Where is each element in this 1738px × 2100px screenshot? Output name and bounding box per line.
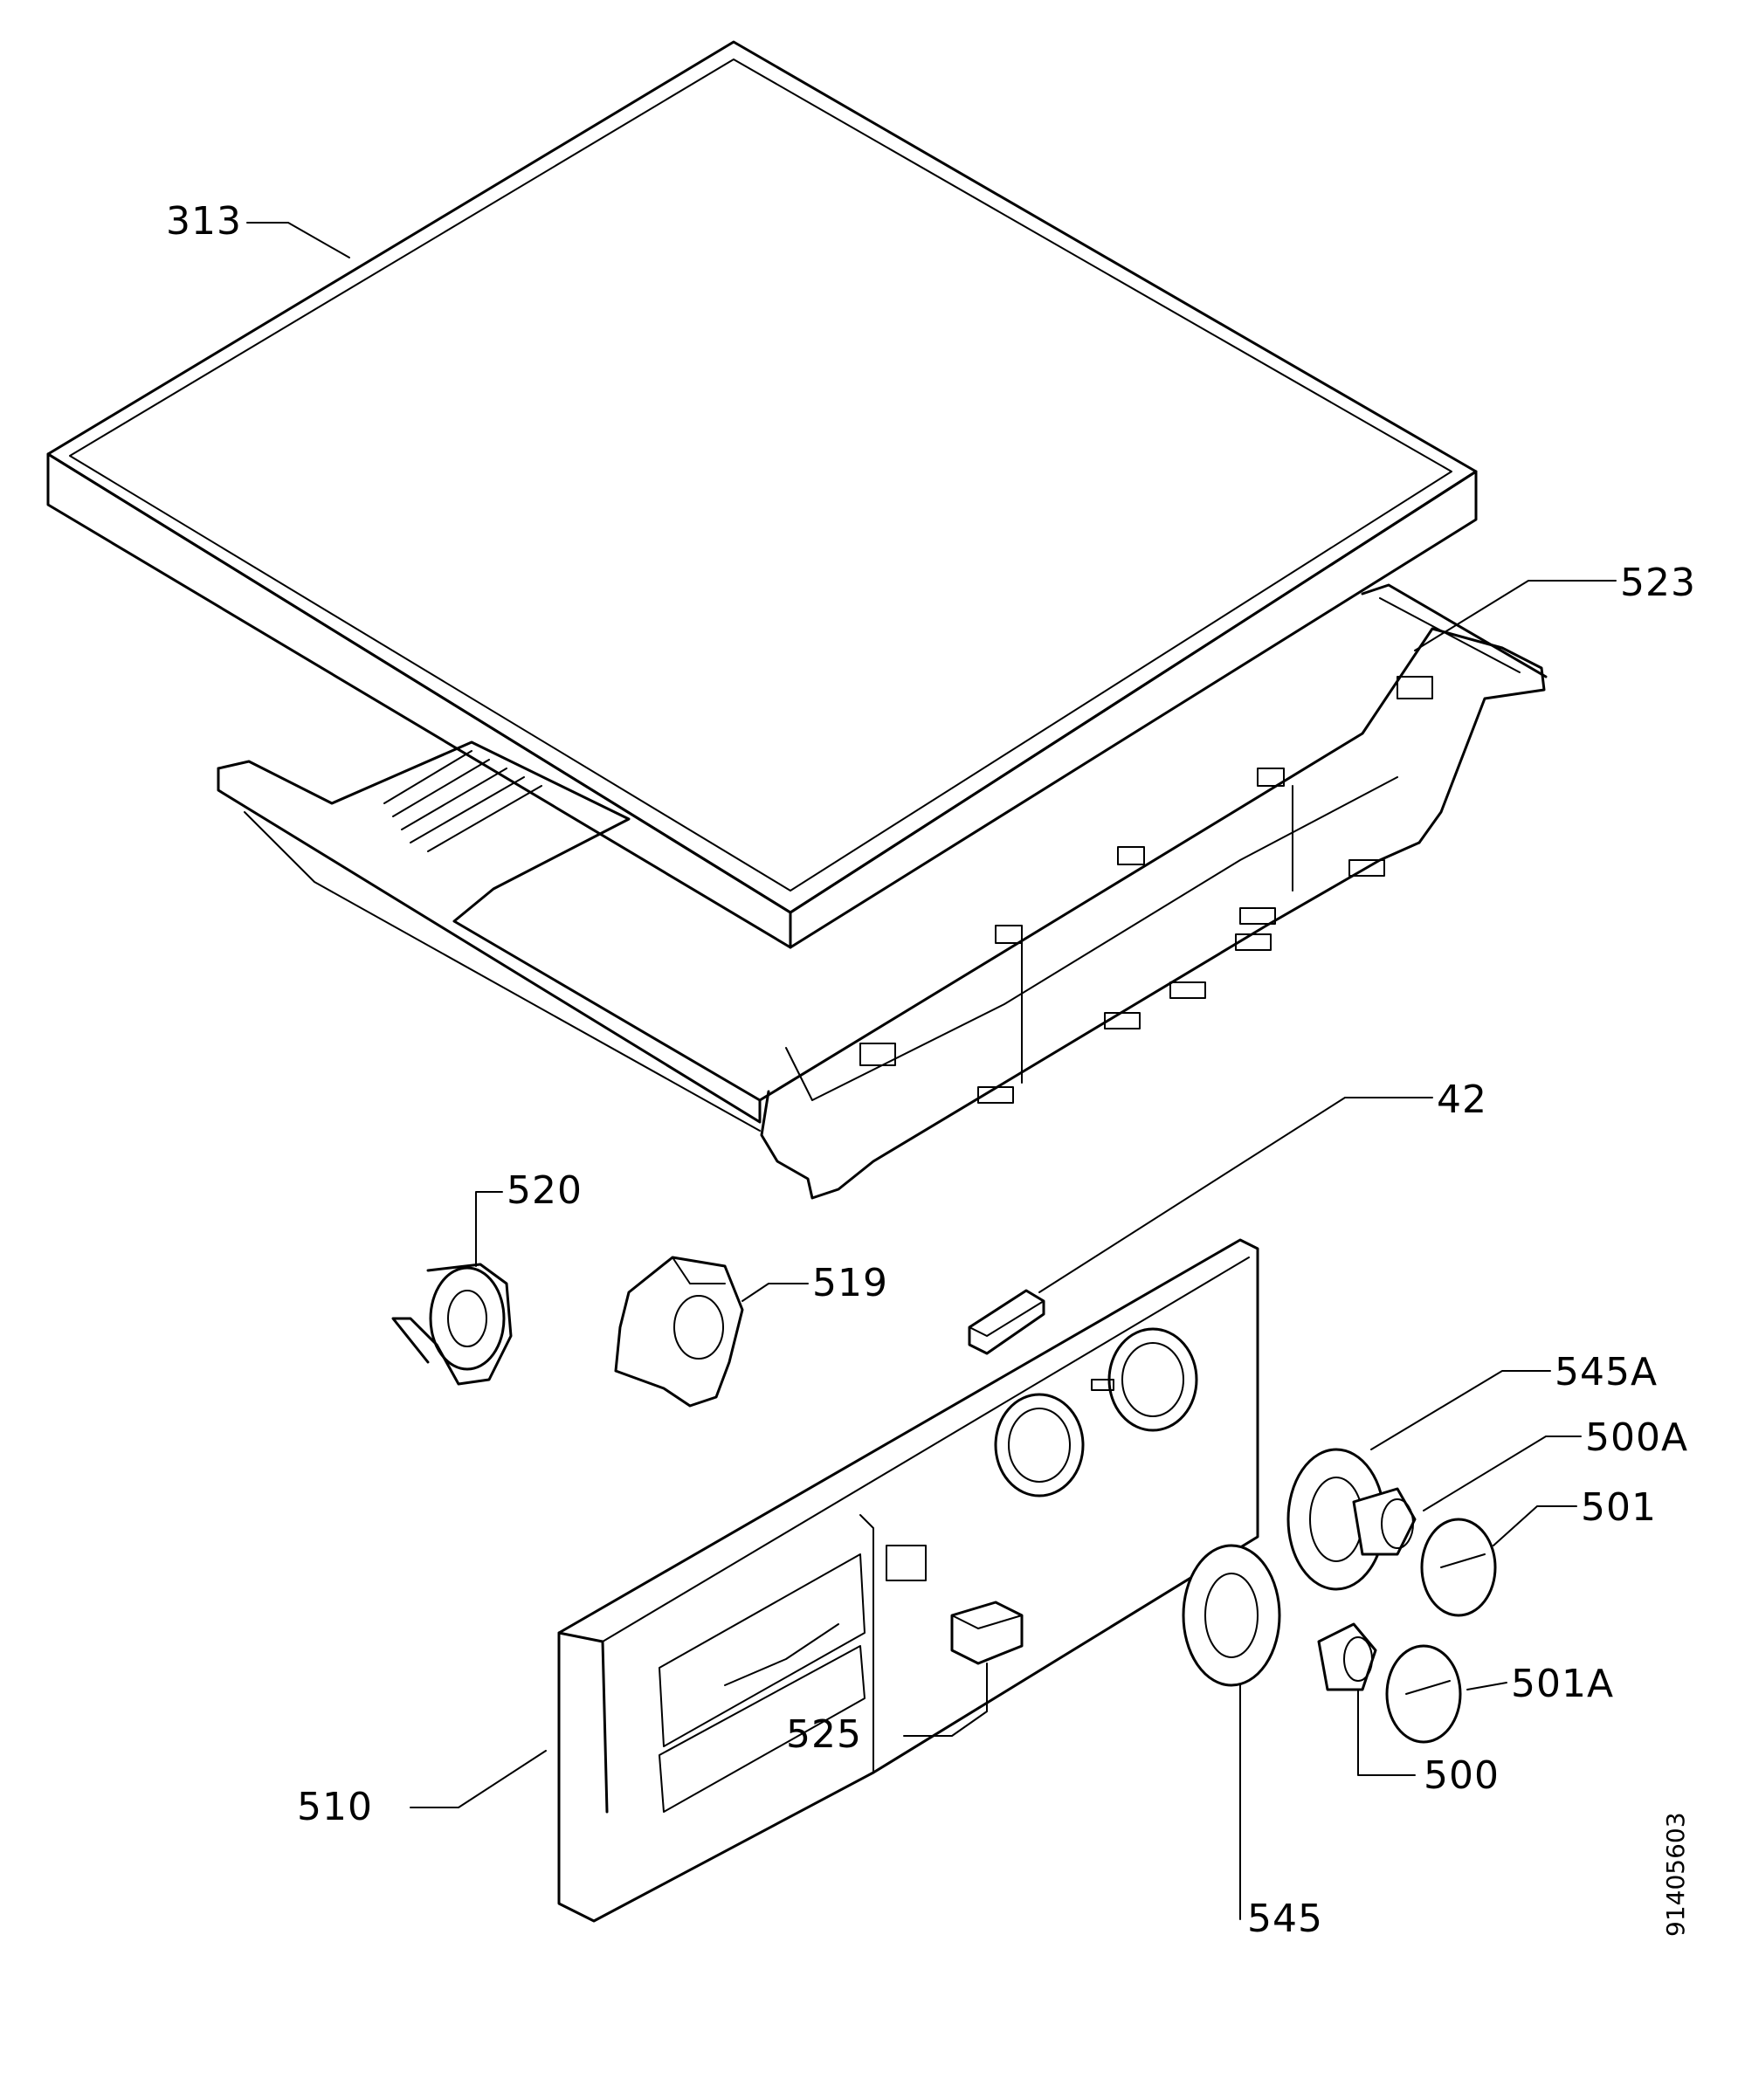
part-501A-knob [1385,1644,1462,1744]
part-500A-shaft [1352,1487,1417,1556]
part-510-control-panel [557,1238,1259,1923]
leader-510 [410,1750,547,1808]
label-501: 501 [1581,1485,1657,1530]
label-519: 519 [812,1261,888,1305]
label-501A: 501A [1511,1662,1615,1706]
leader-313 [246,222,350,258]
label-510: 510 [297,1785,373,1829]
label-523: 523 [1620,561,1696,605]
leader-519 [741,1283,809,1302]
label-42: 42 [1437,1078,1487,1122]
part-42-switch [968,1289,1045,1355]
label-520: 520 [507,1168,583,1213]
label-545A: 545A [1555,1350,1659,1394]
leader-520 [475,1191,503,1267]
label-545: 545 [1247,1897,1323,1941]
label-500: 500 [1424,1753,1500,1798]
drawing-number: 91405603 [1661,1812,1690,1937]
leader-500 [1357,1689,1416,1776]
label-525: 525 [786,1712,862,1757]
leader-525 [903,1663,988,1737]
leader-501A [1466,1682,1507,1690]
label-500A: 500A [1585,1415,1689,1460]
leader-501 [1493,1505,1577,1546]
leader-500A [1423,1436,1582,1511]
leader-42 [1038,1097,1433,1293]
leader-lines [246,222,1617,1920]
part-500-shaft [1317,1622,1377,1691]
part-501-knob [1420,1518,1497,1617]
label-313: 313 [166,199,242,244]
part-525-switch [950,1601,1024,1665]
part-523-frame [217,583,1548,1200]
part-313-worktop [46,40,1478,949]
part-520-cam [391,1263,513,1386]
part-519-cam [614,1256,744,1408]
leader-523 [1414,580,1617,651]
leader-545A [1370,1370,1551,1450]
part-545-bezel [1182,1544,1281,1687]
